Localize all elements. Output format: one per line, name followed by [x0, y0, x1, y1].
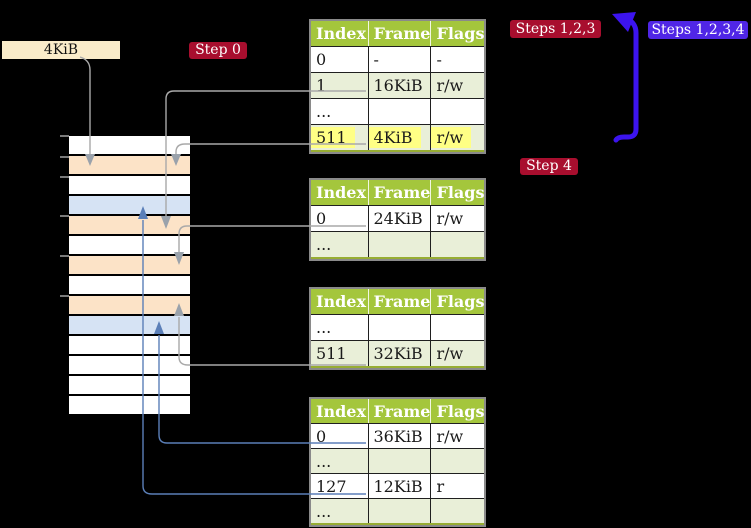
address-tick [60, 295, 69, 297]
address-tick [60, 215, 69, 217]
cell-frame [367, 231, 431, 258]
cell-frame [367, 498, 431, 524]
cell-frame: 32KiB [367, 340, 431, 367]
cell-frame: 24KiB [367, 205, 431, 232]
cell-index: 511 [311, 340, 368, 367]
cell-index: 0 [311, 46, 368, 73]
cell-flags: r/w [430, 340, 485, 367]
cell-flags [430, 98, 485, 125]
column-header-frame: Frame [367, 289, 431, 315]
cell-flags: r/w [430, 72, 485, 99]
memory-row-blue [69, 196, 190, 216]
cell-flags: r [430, 473, 485, 499]
cell-index: 127 [311, 473, 368, 499]
column-header-index: Index [311, 399, 368, 424]
memory-row-white [69, 396, 190, 416]
cell-flags [430, 314, 485, 341]
cell-flags: r/w [430, 124, 485, 151]
memory-row-peach [69, 156, 190, 176]
memory-row-peach [69, 256, 190, 276]
cell-index: 0 [311, 423, 368, 449]
highlighted-value: r/w [431, 127, 472, 148]
table-row: 0-- [311, 46, 485, 73]
cell-index: ... [311, 448, 368, 474]
memory-row-white [69, 356, 190, 376]
column-header-index: Index [311, 289, 368, 315]
cell-index: ... [311, 314, 368, 341]
column-header-index: Index [311, 21, 368, 47]
highlighted-value: 511 [311, 127, 355, 148]
memory-row-white [69, 236, 190, 256]
cell-frame [367, 314, 431, 341]
column-header-frame: Frame [367, 21, 431, 47]
address-tick [60, 135, 69, 137]
address-tick [60, 255, 69, 257]
steps-123-badge: Steps 1,2,3 [510, 20, 601, 38]
physical-memory-stack [69, 136, 190, 416]
frame-size-label: 4KiB [2, 41, 120, 59]
table-row: ... [311, 448, 485, 474]
cell-index: ... [311, 98, 368, 125]
steps-1234-badge: Steps 1,2,3,4 [648, 21, 748, 39]
memory-row-blue [69, 316, 190, 336]
table-row: ... [311, 498, 485, 524]
column-header-index: Index [311, 180, 368, 206]
cell-flags: r/w [430, 423, 485, 449]
table-row: ... [311, 314, 485, 341]
table-row: 511 4KiB r/w [311, 124, 485, 151]
arrow-steps-loop [613, 17, 639, 143]
memory-row-peach [69, 296, 190, 316]
cell-frame: 4KiB [367, 124, 431, 151]
cell-flags: - [430, 46, 485, 73]
cell-frame [367, 448, 431, 474]
cell-flags [430, 448, 485, 474]
column-header-frame: Frame [367, 180, 431, 206]
cell-flags [430, 231, 485, 258]
cell-frame: 16KiB [367, 72, 431, 99]
highlighted-value: 4KiB [368, 127, 421, 148]
column-header-flags: Flags [430, 180, 485, 206]
step0-badge: Step 0 [189, 42, 247, 59]
column-header-flags: Flags [430, 289, 485, 315]
column-header-flags: Flags [430, 21, 485, 47]
cell-index: ... [311, 498, 368, 524]
cell-flags [430, 498, 485, 524]
memory-row-white [69, 136, 190, 156]
cell-frame: 12KiB [367, 473, 431, 499]
column-header-flags: Flags [430, 399, 485, 424]
cell-index: 1 [311, 72, 368, 99]
address-tick [60, 156, 69, 158]
memory-row-white [69, 276, 190, 296]
cell-index: 511 [311, 124, 368, 151]
column-header-frame: Frame [367, 399, 431, 424]
cell-index: ... [311, 231, 368, 258]
cell-frame: - [367, 46, 431, 73]
memory-row-white [69, 176, 190, 196]
cell-frame: 36KiB [367, 423, 431, 449]
cell-flags: r/w [430, 205, 485, 232]
memory-row-white [69, 376, 190, 396]
address-tick [60, 176, 69, 178]
cell-frame [367, 98, 431, 125]
memory-row-white [69, 336, 190, 356]
table-row: ... [311, 98, 485, 125]
memory-row-peach [69, 216, 190, 236]
table-row: ... [311, 231, 485, 258]
step4-badge: Step 4 [520, 158, 578, 175]
arrowhead-up-left-icon [612, 12, 636, 32]
cell-index: 0 [311, 205, 368, 232]
